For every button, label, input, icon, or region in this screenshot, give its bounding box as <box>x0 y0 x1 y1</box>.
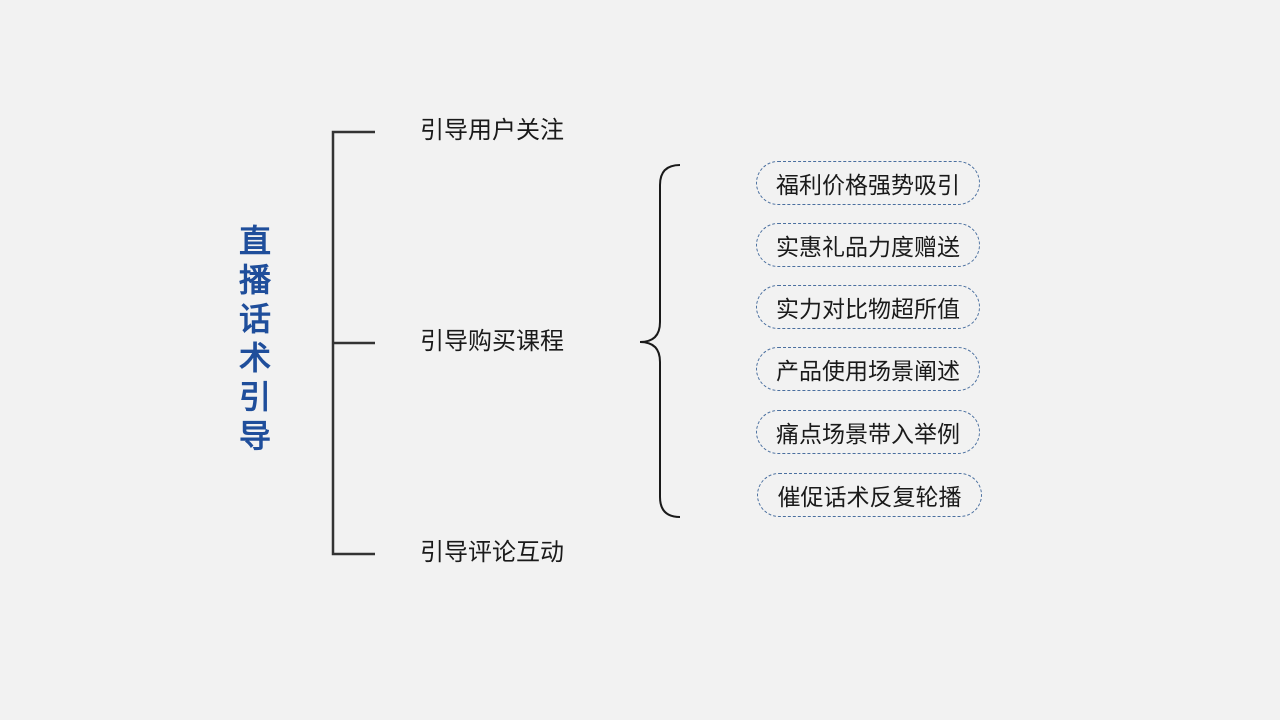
curly-brace <box>639 164 681 518</box>
sub-item-pill: 实力对比物超所值 <box>756 285 980 329</box>
title-char: 话 <box>238 300 271 338</box>
sub-item-pill: 产品使用场景阐述 <box>756 347 980 391</box>
branch-follow: 引导用户关注 <box>420 116 564 144</box>
branch-purchase: 引导购买课程 <box>420 327 564 355</box>
sub-item-pill: 催促话术反复轮播 <box>757 473 982 517</box>
sub-item-pill: 福利价格强势吸引 <box>756 161 980 205</box>
title-char: 导 <box>238 417 271 455</box>
diagram-title: 直 播 话 术 引 导 <box>232 222 278 456</box>
sub-item-pill: 实惠礼品力度赠送 <box>756 223 980 267</box>
title-char: 术 <box>238 339 271 377</box>
main-bracket <box>331 130 375 556</box>
branch-comment: 引导评论互动 <box>420 538 564 566</box>
title-char: 引 <box>238 378 271 416</box>
title-char: 直 <box>238 222 271 260</box>
sub-item-pill: 痛点场景带入举例 <box>756 410 980 454</box>
title-char: 播 <box>238 261 271 299</box>
